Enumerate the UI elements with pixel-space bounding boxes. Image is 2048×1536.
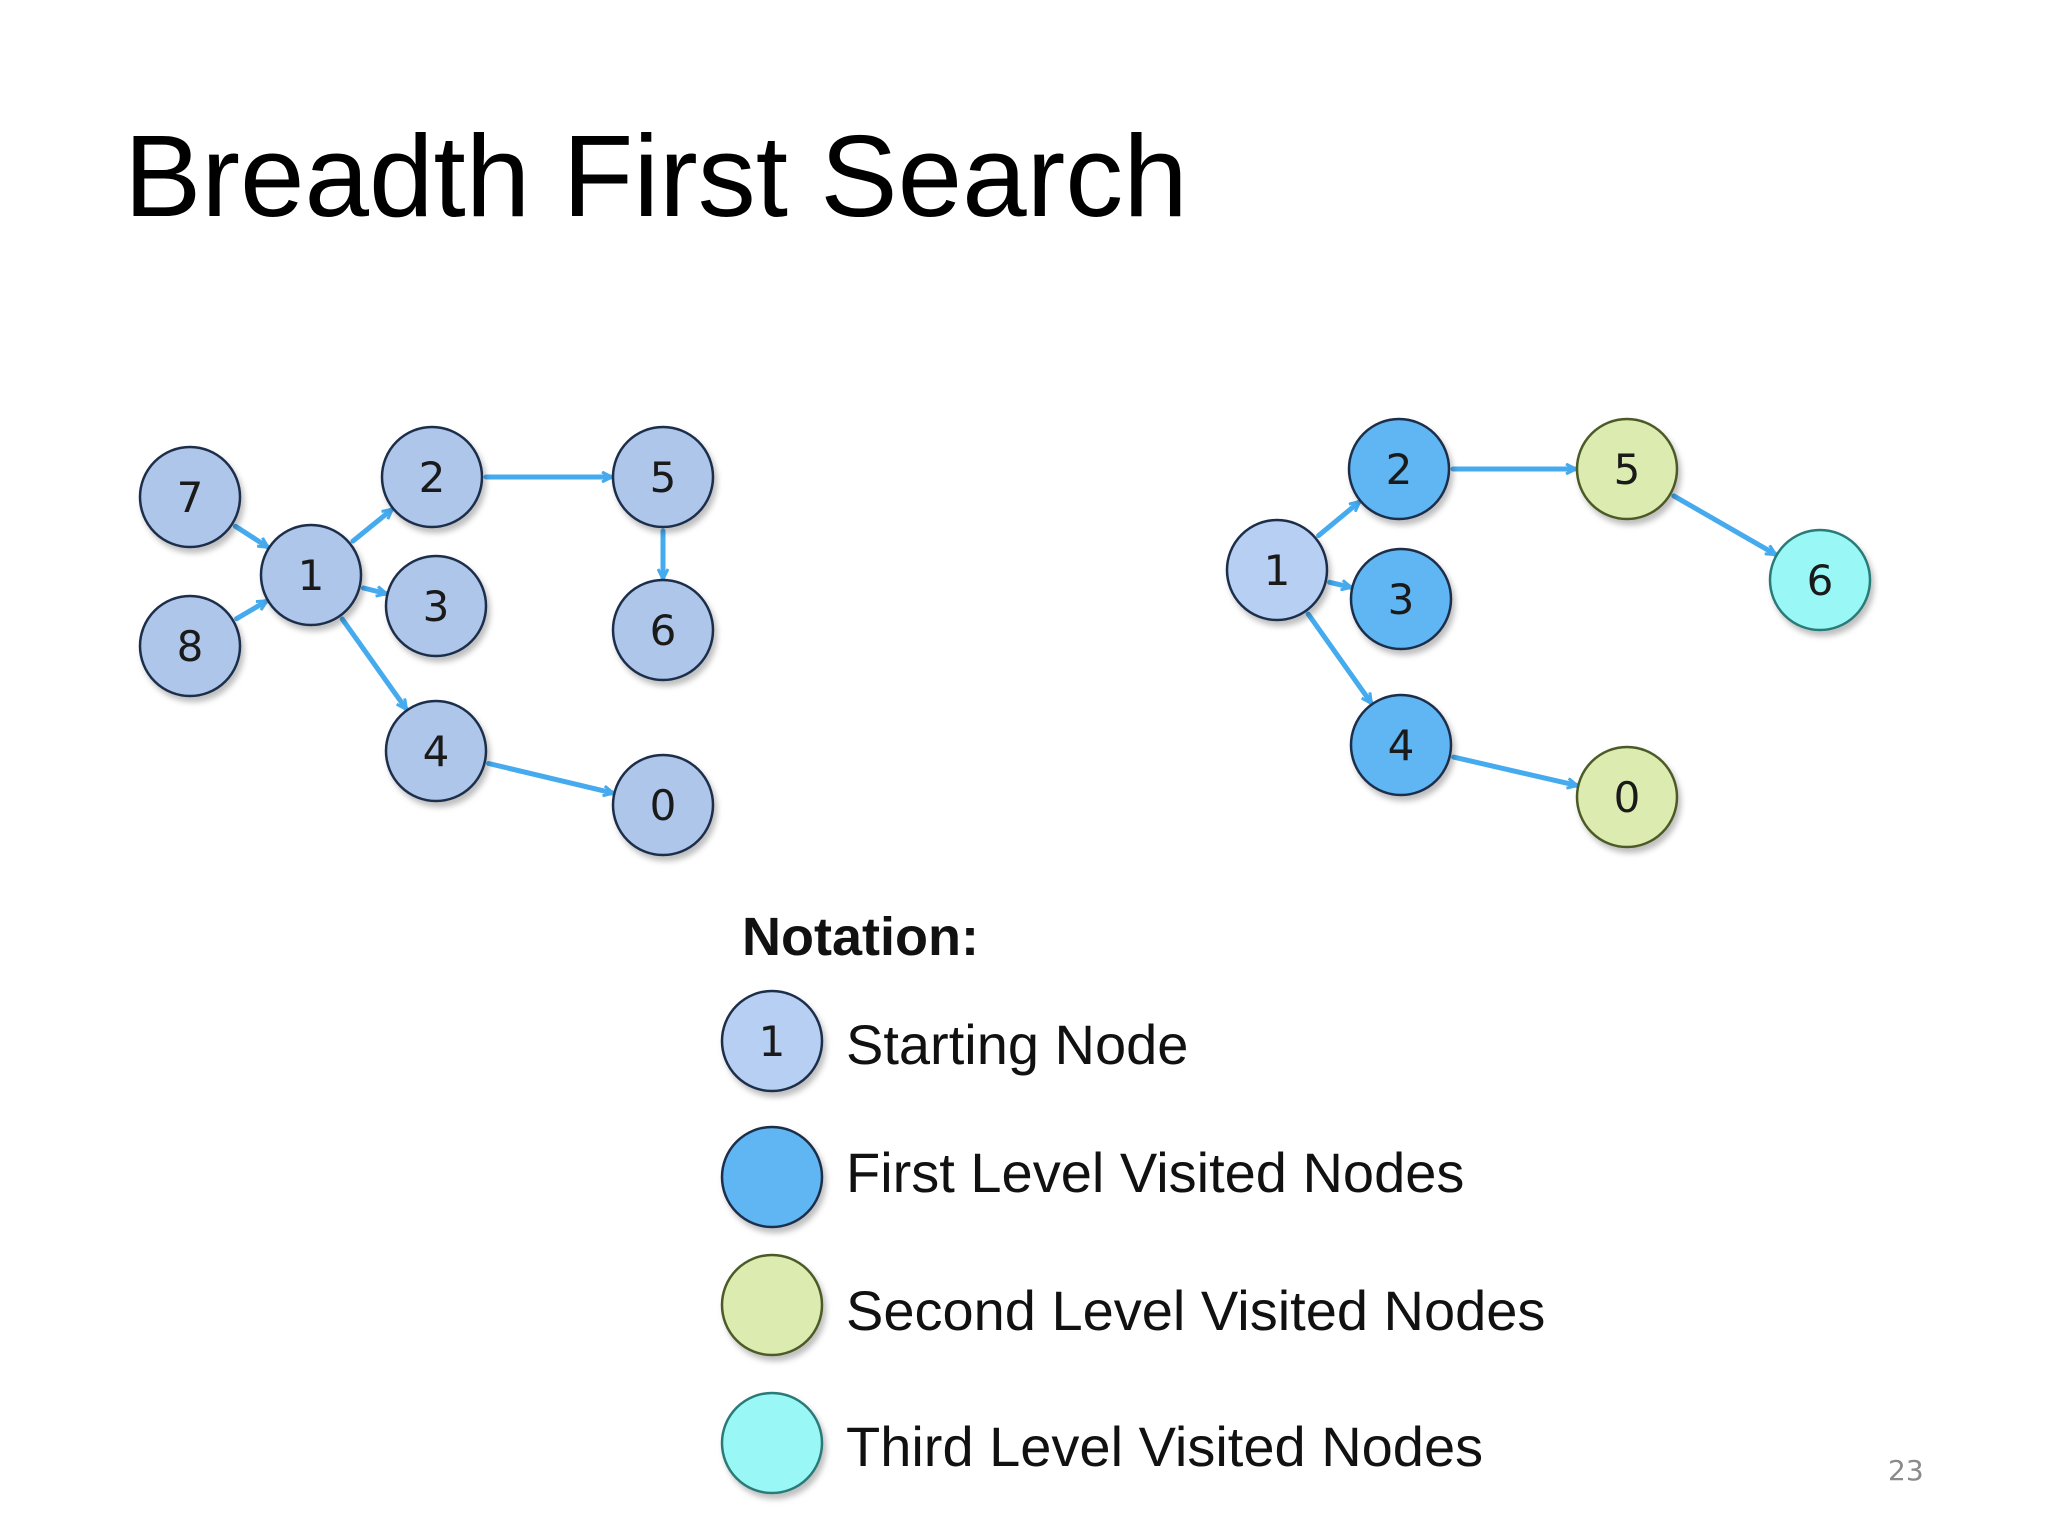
right-graph-edge-5-to-6 — [1671, 493, 1775, 557]
left-graph-node-2 — [380, 425, 484, 529]
legend-swatch-third-level — [720, 1391, 824, 1495]
left-graph-edge-1-to-2 — [350, 510, 392, 544]
left-graph-node-label-3: 3 — [423, 582, 450, 631]
legend-label-first-level: First Level Visited Nodes — [846, 1141, 1465, 1204]
left-graph-edge-7-to-1 — [232, 523, 267, 550]
notation-heading: Notation: — [742, 907, 979, 967]
slide-title: Breadth First Search — [124, 111, 1188, 241]
right-graph-edge-4-to-0 — [1451, 754, 1577, 785]
right-graph-node-4 — [1349, 693, 1453, 797]
right-graph-node-5 — [1575, 417, 1679, 521]
left-graph-node-1 — [259, 523, 363, 627]
legend-swatch-starting — [720, 989, 824, 1093]
left-graph-edge-4-to-0 — [486, 760, 613, 792]
left-graph-node-label-1: 1 — [298, 551, 325, 600]
left-graph-node-4 — [384, 699, 488, 803]
input-graph: 7 8 1 2 3 4 5 6 0 — [138, 425, 715, 857]
right-graph-node-label-0: 0 — [1614, 773, 1641, 822]
right-graph-node-label-5: 5 — [1614, 445, 1641, 494]
left-graph-node-label-7: 7 — [177, 473, 204, 522]
left-graph-node-0 — [611, 753, 715, 857]
right-graph-node-3 — [1349, 547, 1453, 651]
right-graph-node-1 — [1225, 518, 1329, 622]
left-graph-node-3 — [384, 554, 488, 658]
legend-swatch-second-level — [720, 1253, 824, 1357]
left-graph-node-7 — [138, 445, 242, 549]
left-graph-edge-1-to-4 — [339, 616, 406, 709]
right-graph-node-0 — [1575, 745, 1679, 849]
page-number: 23 — [1888, 1454, 1924, 1487]
left-graph-node-5 — [611, 425, 715, 529]
left-graph-node-label-4: 4 — [423, 727, 450, 776]
right-graph-node-label-6: 6 — [1807, 556, 1834, 605]
right-graph-edge-1-to-3 — [1327, 582, 1351, 587]
left-graph-node-label-2: 2 — [419, 453, 446, 502]
legend-label-second-level: Second Level Visited Nodes — [846, 1279, 1546, 1342]
left-graph-edge-1-to-3 — [360, 588, 385, 593]
right-graph-node-label-2: 2 — [1386, 445, 1413, 494]
left-graph-node-label-0: 0 — [650, 781, 677, 830]
left-graph-node-label-8: 8 — [177, 622, 204, 671]
notation-swatches: 1 — [720, 989, 824, 1495]
legend-swatch-label: 1 — [759, 1017, 786, 1066]
left-graph-node-6 — [611, 578, 715, 682]
right-graph-node-label-1: 1 — [1264, 546, 1291, 595]
right-graph-edge-1-to-2 — [1316, 502, 1359, 539]
right-graph-node-label-4: 4 — [1388, 721, 1415, 770]
right-graph-edge-1-to-4 — [1305, 611, 1371, 703]
right-graph-node-label-3: 3 — [1388, 575, 1415, 624]
legend-label-third-level: Third Level Visited Nodes — [846, 1415, 1484, 1478]
legend-swatch-first-level — [720, 1125, 824, 1229]
left-graph-node-8 — [138, 594, 242, 698]
left-graph-edge-8-to-1 — [234, 598, 267, 622]
bfs-levels-graph: 1 2 3 4 5 0 6 — [1225, 417, 1872, 849]
left-graph-node-label-5: 5 — [650, 453, 677, 502]
right-graph-node-6 — [1768, 528, 1872, 632]
legend-label-starting-node: Starting Node — [846, 1013, 1189, 1076]
right-graph-node-2 — [1347, 417, 1451, 521]
left-graph-node-label-6: 6 — [650, 606, 677, 655]
